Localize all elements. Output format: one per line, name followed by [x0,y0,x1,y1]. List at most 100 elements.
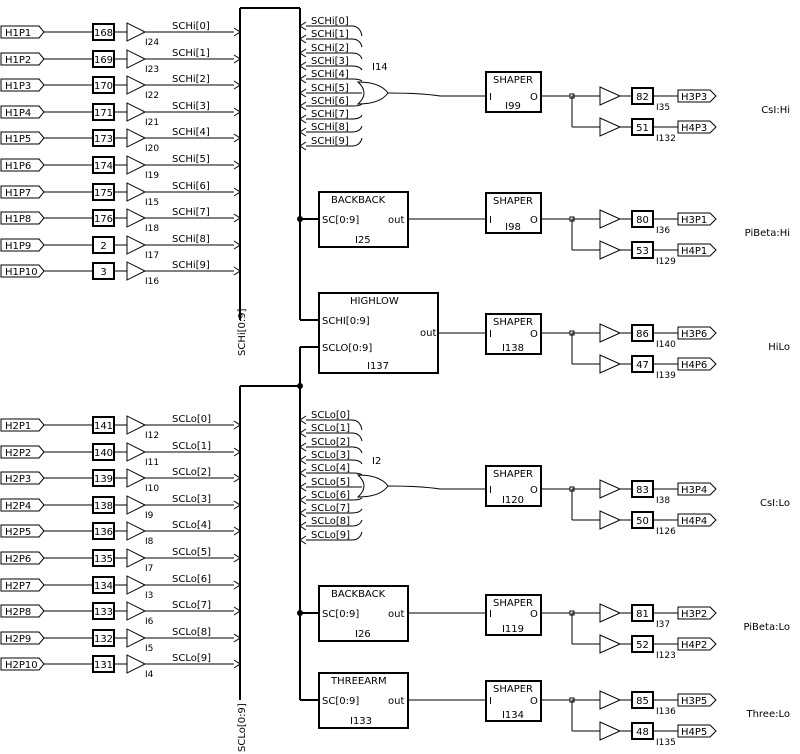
output-port-label: H3P4 [681,485,707,496]
buffer-triangle [126,521,147,541]
hi-bus-label: SCHi[0:9] [237,308,248,356]
net-label: SCHi[4] [172,127,210,138]
threearm-pin-out: out [388,696,404,707]
bus-exit [299,21,307,31]
output-buffer-triangle [599,603,622,623]
input-port-label: H1P3 [5,81,31,92]
output-buffer-triangle [599,690,622,710]
shaper-title: SHAPER [493,196,533,207]
net-label: SCHi[5] [172,154,210,165]
highlow-pin-in1: SCHI[0:9] [322,316,370,327]
shaper-title: SHAPER [493,317,533,328]
input-port-flag [0,418,45,432]
bus-entry [233,133,241,143]
output-port-flag [677,326,717,340]
signal-name-label: CsI:Hi [761,105,790,116]
output-port-flag [677,637,717,651]
input-port-label: H1P4 [5,108,31,119]
bus-entry [233,580,241,590]
input-port-label: H1P9 [5,241,31,252]
backback-hi-title: BACKBACK [331,195,386,206]
bus-entry [233,80,241,90]
backback-hi-pin-in: SC[0:9] [322,215,359,226]
shaper-pin-in: I [489,485,492,496]
or-input-curve [351,52,363,60]
shaper-pin-in: I [489,696,492,707]
net-label: SCHi[9] [172,260,210,271]
or-input-curve [351,25,363,37]
output-buffer-triangle [599,117,622,137]
output-num-label: 85 [636,696,649,707]
net-label: SCLo[7] [172,600,211,611]
bus-exit [299,48,307,58]
shaper-box [485,192,542,234]
shaper-box [485,465,542,507]
net-label: SCHi[2] [172,74,210,85]
input-num-label: 140 [94,448,113,459]
net-label: SCLo[9] [172,653,211,664]
input-port-label: H2P5 [5,527,31,538]
buffer-triangle [126,49,147,69]
bus-entry [233,187,241,197]
input-port-flag [0,631,45,645]
output-buffer-triangle [599,634,622,654]
shaper-title: SHAPER [493,598,533,609]
shaper-inst: I134 [502,710,524,721]
buffer-triangle [126,601,147,621]
shaper-pin-out: O [530,696,538,707]
buffer-triangle [126,102,147,122]
bus-exit [299,455,307,465]
or-input-label: SCHi[2] [311,43,349,54]
signal-name-label: HiLo [768,342,790,353]
bus-entry [233,107,241,117]
net-label: SCLo[4] [172,520,211,531]
output-buffer-triangle [599,86,622,106]
net-label: SCHi[7] [172,207,210,218]
input-port-label: H1P8 [5,214,31,225]
input-num-label: 168 [94,28,113,39]
or-input-label: SCHi[3] [311,56,349,67]
input-num-label: 171 [94,108,113,119]
or-input-curve [351,519,363,527]
bus-exit [299,468,307,478]
output-port-label: H4P3 [681,123,707,134]
buffer-triangle [126,261,147,281]
backback-lo-block: BACKBACK SC[0:9] out I26 [318,585,409,642]
output-inst-label: I38 [656,496,670,506]
shaper-inst: I138 [502,343,524,354]
buffer-inst-label: I22 [145,91,159,101]
input-port-flag [0,185,45,199]
bus-entry [233,606,241,616]
output-port-flag [677,120,717,134]
or-input-label: SCLo[2] [311,437,350,448]
input-port-flag [0,158,45,172]
input-port-label: H1P7 [5,188,31,199]
input-port-label: H2P7 [5,581,31,592]
input-port-label: H2P8 [5,607,31,618]
input-num-label: 176 [94,214,113,225]
backback-hi-pin-out: out [388,215,404,226]
input-port-label: H1P2 [5,55,31,66]
output-port-flag [677,693,717,707]
lo-bus-label: SCLo[0:9] [237,703,248,752]
output-num-label: 48 [636,727,649,738]
bus-entry [233,213,241,223]
shaper-inst: I99 [505,101,521,112]
output-inst-label: I37 [656,620,670,630]
signal-name-label: CsI:Lo [760,498,790,509]
input-port-flag [0,498,45,512]
bus-entry [233,27,241,37]
output-inst-label: I36 [656,226,670,236]
input-port-label: H1P1 [5,28,31,39]
or-input-curve [351,65,363,71]
shaper-pin-out: O [530,609,538,620]
bus-exit [299,428,307,438]
output-num-label: 83 [636,485,649,496]
buffer-inst-label: I4 [145,670,154,680]
output-num-label: 52 [636,640,649,651]
or-input-label: SCHi[6] [311,96,349,107]
output-port-label: H4P4 [681,516,707,527]
input-num-label: 169 [94,55,113,66]
output-port-label: H4P6 [681,360,707,371]
